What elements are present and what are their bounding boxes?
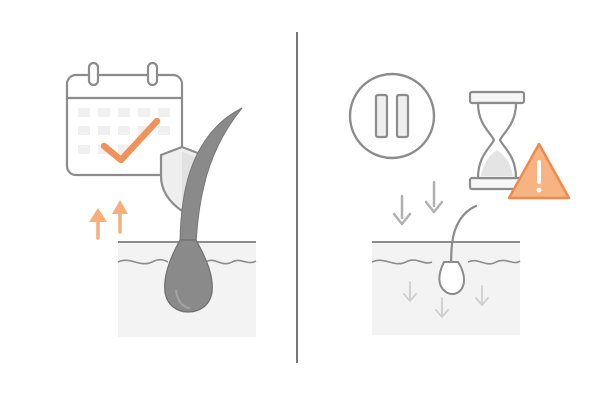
arrow-up-icon (89, 208, 107, 240)
left-panel (65, 61, 257, 337)
calendar-check-icon (65, 61, 184, 177)
hair-follicle-icon (164, 107, 243, 313)
right-panel (348, 72, 571, 335)
hair-follicle-icon (438, 204, 478, 295)
skin-cross-section (371, 241, 521, 335)
arrow-down-icon (392, 194, 412, 226)
pause-icon (348, 72, 436, 160)
warning-icon (507, 142, 571, 200)
arrow-up-icon (112, 200, 128, 234)
check-mark-icon (100, 117, 161, 164)
arrow-down-icon (424, 180, 444, 214)
hourglass-icon (468, 90, 526, 191)
